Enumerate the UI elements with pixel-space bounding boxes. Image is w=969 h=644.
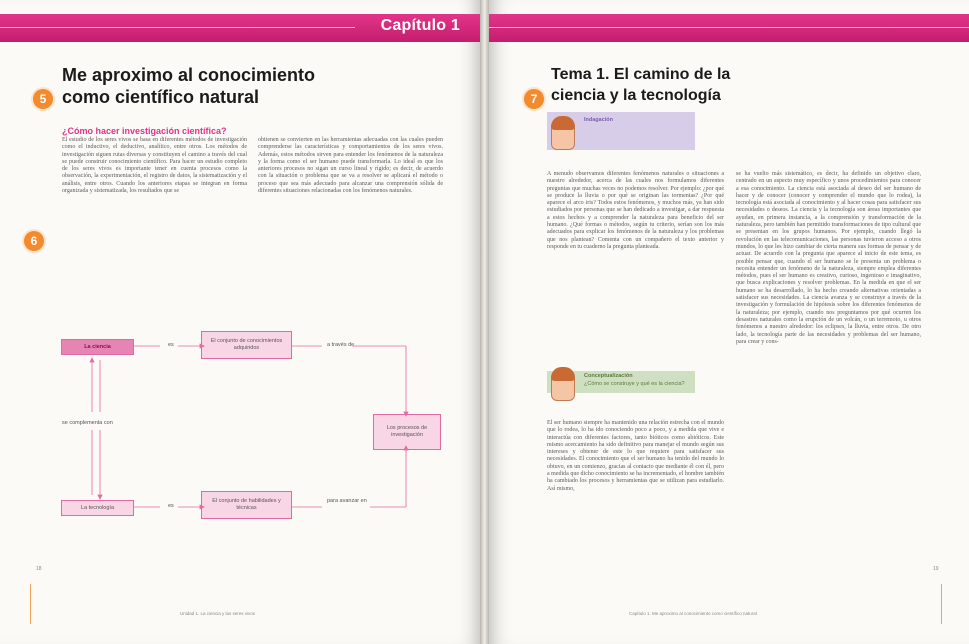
page-title-line1: Me aproximo al conocimiento	[62, 65, 316, 85]
chapter-band: Capítulo 1	[0, 14, 480, 42]
right-page: Tema 1. El camino de la 7 ciencia y la t…	[489, 0, 969, 644]
section-subtitle: ¿Cómo hacer investigación científica?	[62, 126, 227, 136]
text-column-2: obtienen se convierten en las herramient…	[258, 137, 443, 195]
text-column-1: El estudio de los seres vivos se basa en…	[62, 137, 247, 195]
left-page: Capítulo 1 Me aproximo al conocimiento 5…	[0, 0, 480, 644]
label-a-traves-de: a través de	[327, 342, 355, 348]
student-avatar-icon-2	[551, 367, 575, 401]
topic-title-line2: ciencia y la tecnología	[551, 87, 721, 104]
label-es-2: es	[168, 503, 174, 509]
node-ciencia: La ciencia	[61, 339, 134, 355]
label-para-avanzar: para avanzar en	[327, 498, 367, 504]
student-avatar-icon	[551, 116, 575, 150]
page-number: 18	[36, 566, 42, 572]
right-text-col1a: A menudo observamos diferentes fenómenos…	[547, 171, 724, 250]
band-rule-right	[489, 27, 969, 28]
node-tecnologia: La tecnología	[61, 500, 134, 516]
topic-title-line1: Tema 1. El camino de la	[551, 66, 731, 83]
book-gutter	[480, 0, 489, 644]
band-rule	[0, 27, 355, 28]
node-conjunto-habilidades: El conjunto de habilidades y técnicas	[201, 491, 292, 519]
node-conjunto-conocimientos: El conjunto de conocimientos adquiridos	[201, 331, 292, 359]
right-text-col1b: El ser humano siempre ha mantenido una r…	[547, 420, 724, 492]
tag-conceptualizacion-question: ¿Cómo se construye y qué es la ciencia?	[584, 381, 685, 387]
conceptualizacion-box	[547, 371, 695, 393]
page-number-right: 19	[933, 566, 939, 572]
page-title-line2: como científico natural	[62, 87, 260, 107]
page-footer-right: Capítulo 1. Me aproximo al conocimiento …	[629, 611, 757, 616]
page-footer: Unidad 1. La ciencia y las seres vivos	[180, 611, 256, 616]
label-se-complementa: se complementa con	[62, 420, 113, 426]
topic-number-badge: 7	[524, 89, 544, 109]
diagram-connectors	[89, 343, 409, 510]
margin-line-right	[941, 584, 942, 624]
section-number-badge: 5	[33, 89, 53, 109]
tag-indagacion: Indagación	[584, 117, 614, 123]
label-es-1: es	[168, 342, 174, 348]
paragraph-number-badge: 6	[24, 231, 44, 251]
tag-conceptualizacion: Conceptualización	[584, 373, 633, 379]
margin-line	[30, 584, 31, 624]
chapter-band-right	[489, 14, 969, 42]
chapter-label: Capítulo 1	[380, 17, 460, 34]
right-text-col2: se ha vuelto más sistemático, es decir, …	[736, 171, 921, 345]
